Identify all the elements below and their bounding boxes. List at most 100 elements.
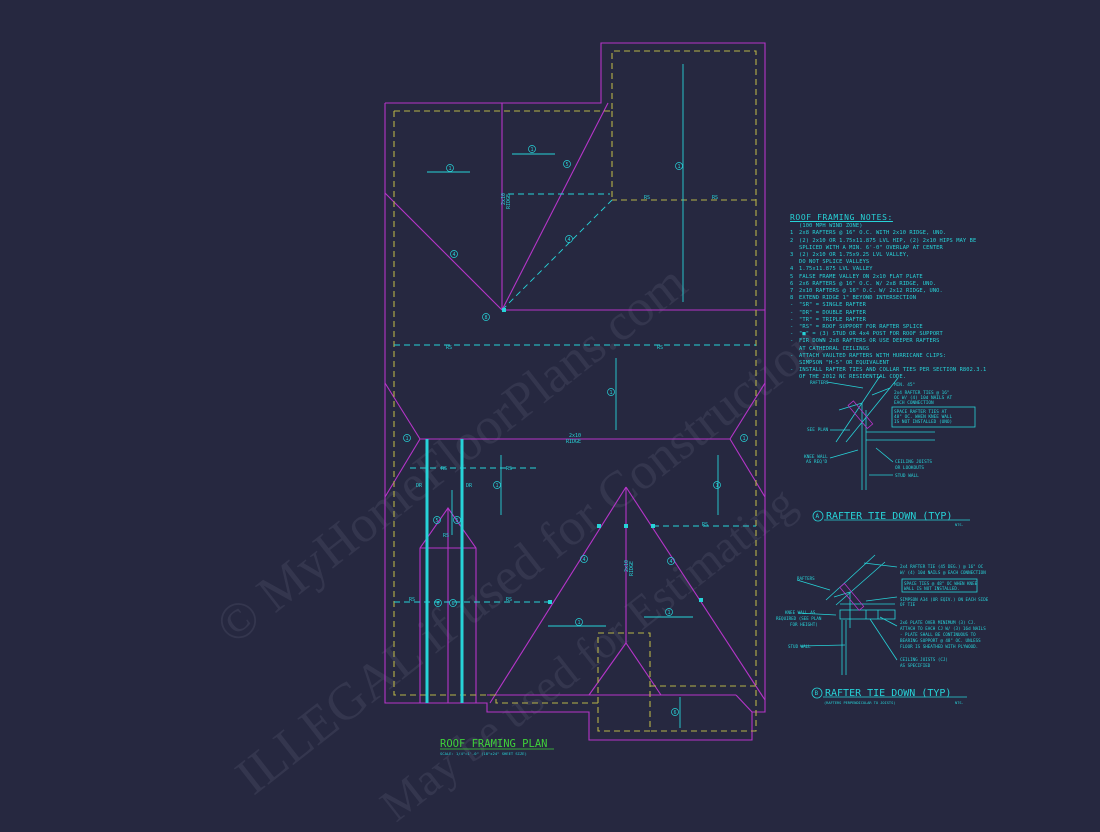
detail-a-marker: A [816, 513, 820, 520]
label-plate: FLOOR IS SHEATHED WITH PLYWOOD. [900, 644, 978, 649]
label-rafter-ties: EACH CONNECTION [894, 400, 934, 406]
callout-1: 1 [668, 610, 671, 616]
label-ceiling-joists: AS SPECIFIED [900, 663, 931, 668]
callout-1: 1 [743, 436, 746, 442]
note-item: DO NOT SPLICE VALLEYS [790, 259, 990, 266]
label-knee-wall: FOR HEIGHT) [790, 622, 818, 627]
notes-title: ROOF FRAMING NOTES: [790, 213, 893, 222]
callout-1: 1 [578, 620, 581, 626]
label-see-plan: SEE PLAN [807, 427, 829, 433]
note-item: -"TR" = TRIPLE RAFTER [790, 317, 990, 324]
ridge-size: 2x10 [624, 560, 630, 572]
note-text: (100 MPH WIND ZONE) [799, 223, 863, 230]
callout-1: 1 [496, 483, 499, 489]
label-rafter-ties: 2x4 RAFTER TIES @ 16" [894, 390, 950, 396]
detail-b-marker: B [815, 690, 819, 697]
callout-6: 6 [437, 601, 440, 607]
label-rafters: RAFTERS [810, 380, 829, 386]
note-item: -FIR DOWN 2x8 RAFTERS OR USE DEEPER RAFT… [790, 338, 990, 345]
callout-4: 4 [568, 237, 571, 243]
rs-label: RS [644, 195, 650, 201]
note-text: (2) 2x10 OR 1.75x9.25 LVL VALLEY, [799, 252, 910, 259]
plan-title: ROOF FRAMING PLAN [440, 738, 547, 750]
label-rafter-ties: OC W/ (4) 10d NAILS AT [894, 395, 953, 401]
note-key: - [790, 338, 794, 345]
label-plate: BEARING SUPPORT @ 48" OC. UNLESS [900, 638, 981, 643]
note-text: AT CATHEDRAL CEILINGS [799, 345, 870, 352]
detail-b-nts: NTS. [955, 701, 964, 705]
note-key: - [790, 316, 794, 323]
callout-4: 4 [453, 252, 456, 258]
note-item: SPLICED WITH A MIN. 6'-0" OVERLAP AT CEN… [790, 245, 990, 252]
note-key: - [790, 367, 794, 374]
label-space-ties: IS NOT INSTALLED (UNO) [894, 419, 952, 425]
note-key: - [790, 324, 794, 331]
callout-5: 5 [566, 162, 569, 168]
rs-label: RS [506, 466, 512, 472]
note-key: - [790, 302, 794, 309]
note-item: 2(2) 2x10 OR 1.75x11.875 LVL HIP, (2) 2x… [790, 238, 990, 245]
label-space-ties: WALL IS NOT INSTALLED. [904, 586, 959, 591]
wall-line-dashed [393, 50, 757, 732]
note-text: "DR" = DOUBLE RAFTER [799, 309, 866, 316]
rs-label: RS [702, 522, 708, 528]
note-item: 3 (2) 2x10 OR 1.75x9.25 LVL VALLEY, [790, 252, 990, 259]
detail-b-labels: RAFTERS 2x4 RAFTER TIE (45 DEG.) @ 16" O… [776, 564, 989, 705]
label-rafter-tie: W/ (4) 10d NAILS @ EACH CONNECTION [900, 570, 986, 575]
callout-1: 1 [610, 390, 613, 396]
label-knee-wall: KNEE WALL AS [785, 610, 816, 615]
detail-b-title: RAFTER TIE DOWN (TYP) [825, 688, 951, 699]
note-text: OF THE 2012 NC RESIDENTIAL CODE. [799, 374, 907, 381]
label-space-ties: SPACE TIES @ 48" OC WHEN KNEE [904, 581, 978, 586]
note-item: AT CATHEDRAL CEILINGS [790, 346, 990, 353]
callouts: 1 1 1 1 1 1 1 1 1 1 5 4 4 8 5 5 4 4 6 6 … [403, 145, 748, 716]
rafter-support-lines [394, 64, 756, 728]
note-key: 3 [790, 252, 794, 259]
detail-a-nts: NTS. [955, 523, 964, 527]
note-item: -ATTACH VAULTED RAFTERS WITH HURRICANE C… [790, 353, 990, 360]
note-key: - [790, 352, 794, 359]
detail-b-rafter-tie-down [796, 554, 978, 699]
note-text: 1.75x11.875 LVL VALLEY [799, 266, 873, 273]
label-space-ties: SPACE RAFTER TIES AT [894, 409, 947, 415]
detail-a-labels: RAFTERS MIN. 45° 2x4 RAFTER TIES @ 16" O… [804, 380, 964, 527]
callout-1: 1 [678, 164, 681, 170]
rs-label: RS [657, 345, 663, 351]
label-space-ties: 48" OC. WHEN KNEE WALL [894, 414, 953, 420]
label-plate: ATTACH TO EACH CJ W/ (3) 16d NAILS [900, 626, 986, 631]
ridge-label: RIDGE [506, 194, 512, 209]
dr-label: DR [466, 483, 473, 489]
label-ceiling-joists: CEILING JOISTS (CJ) [900, 657, 948, 662]
note-item: SIMPSON "H-5" OR EQUIVALENT [790, 360, 990, 367]
note-text: "■" = (3) STUD OR 4x4 POST FOR ROOF SUPP… [799, 331, 943, 338]
roof-outline [384, 42, 766, 741]
label-stud-wall: STUD WALL [895, 473, 919, 479]
note-item: -"RS" = ROOF SUPPORT FOR RAFTER SPLICE [790, 324, 990, 331]
note-text: FIR DOWN 2x8 RAFTERS OR USE DEEPER RAFTE… [799, 338, 940, 345]
plan-scale: SCALE: 1/4"=1'-0" (18"x24" SHEET SIZE) [440, 751, 527, 756]
label-knee-wall: AS REQ'D [806, 459, 828, 465]
note-item: -INSTALL RAFTER TIES AND COLLAR TIES PER… [790, 367, 990, 374]
note-item: -"DR" = DOUBLE RAFTER [790, 310, 990, 317]
rs-label: RS [712, 195, 718, 201]
note-item: OF THE 2012 NC RESIDENTIAL CODE. [790, 374, 990, 381]
note-item: (100 MPH WIND ZONE) [790, 223, 990, 230]
rs-label: RS [443, 533, 449, 539]
rs-label: RS [506, 597, 512, 603]
callout-5: 5 [436, 518, 439, 524]
note-text: "RS" = ROOF SUPPORT FOR RAFTER SPLICE [799, 324, 923, 331]
rs-label: RS [446, 345, 452, 351]
note-key: - [790, 309, 794, 316]
callout-8: 8 [485, 315, 488, 321]
note-item: -"SR" = SINGLE RAFTER [790, 302, 990, 309]
label-stud-wall: STUD WALL [788, 644, 811, 649]
note-item: -"■" = (3) STUD OR 4x4 POST FOR ROOF SUP… [790, 331, 990, 338]
label-ceiling-joists: CEILING JOISTS [895, 459, 932, 465]
note-text: ATTACH VAULTED RAFTERS WITH HURRICANE CL… [799, 352, 947, 359]
note-text: EXTEND RIDGE 1" BEYOND INTERSECTION [799, 295, 917, 302]
